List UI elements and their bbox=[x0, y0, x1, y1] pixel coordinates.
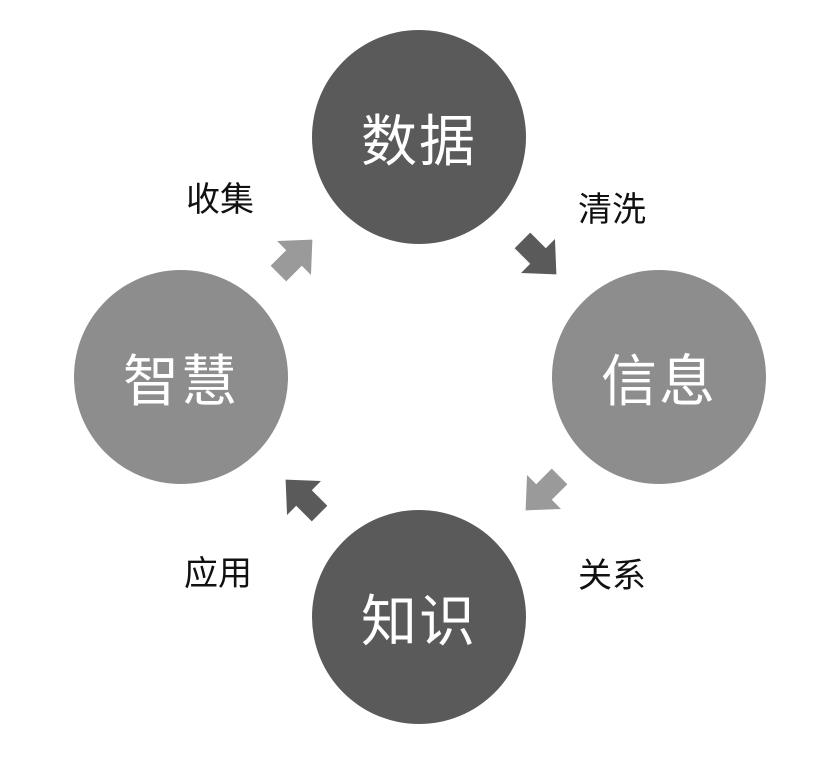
edge-label-apply: 应用 bbox=[184, 554, 252, 594]
node-information-label: 信息 bbox=[601, 349, 717, 415]
arrow-collect-icon bbox=[270, 239, 313, 282]
node-information: 信息 bbox=[552, 270, 766, 484]
node-knowledge: 知识 bbox=[312, 510, 526, 724]
edge-label-collect: 收集 bbox=[186, 180, 254, 220]
node-knowledge-label: 知识 bbox=[361, 589, 477, 655]
node-wisdom: 智慧 bbox=[74, 270, 288, 484]
arrow-relate-icon bbox=[525, 468, 568, 511]
edge-label-relate: 关系 bbox=[578, 556, 646, 596]
arrow-apply-icon bbox=[285, 479, 328, 522]
arrow-clean-icon bbox=[514, 232, 557, 275]
node-data-label: 数据 bbox=[361, 109, 477, 175]
edge-label-clean: 清洗 bbox=[578, 190, 646, 230]
node-wisdom-label: 智慧 bbox=[123, 349, 239, 415]
node-data: 数据 bbox=[312, 30, 526, 244]
